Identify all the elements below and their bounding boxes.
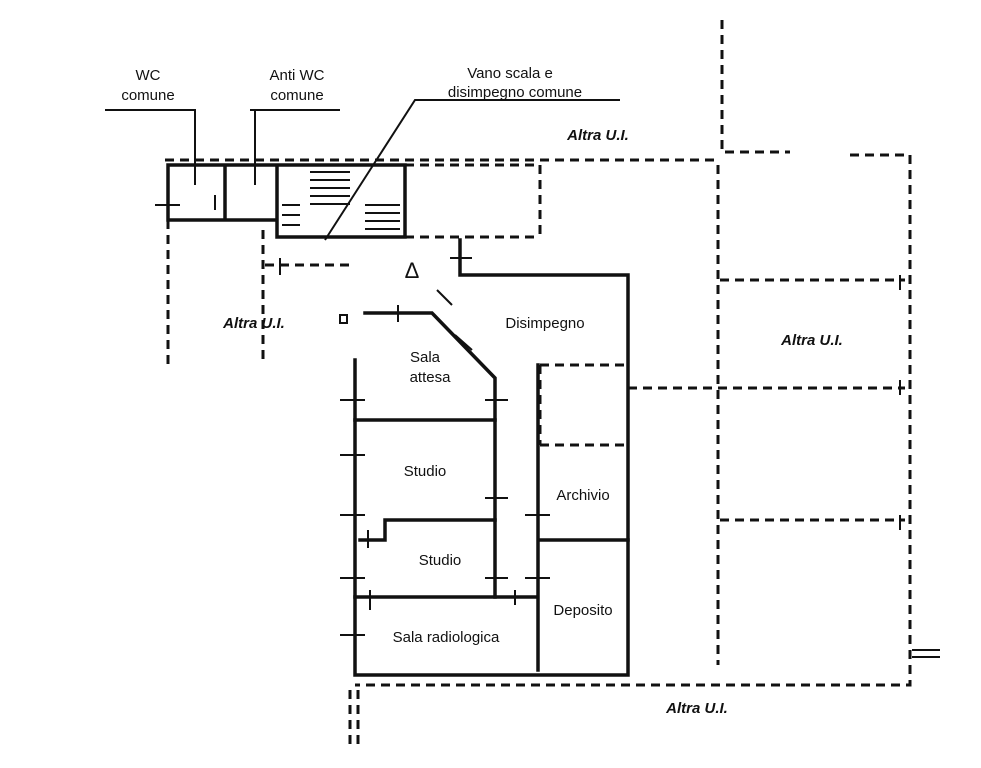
labels: WC comune Anti WC comune Vano scala e di… — [121, 65, 843, 717]
label-sala-attesa-2: attesa — [410, 369, 452, 386]
label-sala-radiologica: Sala radiologica — [393, 629, 500, 646]
label-anti-wc-2: comune — [270, 87, 323, 104]
label-disimpegno: Disimpegno — [505, 315, 584, 332]
label-studio-1: Studio — [404, 463, 447, 480]
label-deposito: Deposito — [553, 602, 612, 619]
label-anti-wc-1: Anti WC — [269, 67, 324, 84]
label-altra-ui-left: Altra U.I. — [222, 315, 285, 332]
label-archivio: Archivio — [556, 487, 609, 504]
level-marker: Δ — [405, 258, 420, 283]
walls — [105, 99, 630, 677]
label-sala-attesa-1: Sala — [410, 349, 441, 366]
label-studio-2: Studio — [419, 552, 462, 569]
label-altra-ui-bottom: Altra U.I. — [665, 700, 728, 717]
label-altra-ui-top: Altra U.I. — [566, 127, 629, 144]
label-altra-ui-right: Altra U.I. — [780, 332, 843, 349]
label-vano-scala-2: disimpegno comune — [448, 84, 582, 101]
door-marks — [155, 195, 901, 636]
label-vano-scala-1: Vano scala e — [467, 65, 553, 82]
other-units-dashed-boundaries — [165, 20, 940, 745]
label-wc-comune-1: WC — [136, 67, 161, 84]
label-wc-comune-2: comune — [121, 87, 174, 104]
